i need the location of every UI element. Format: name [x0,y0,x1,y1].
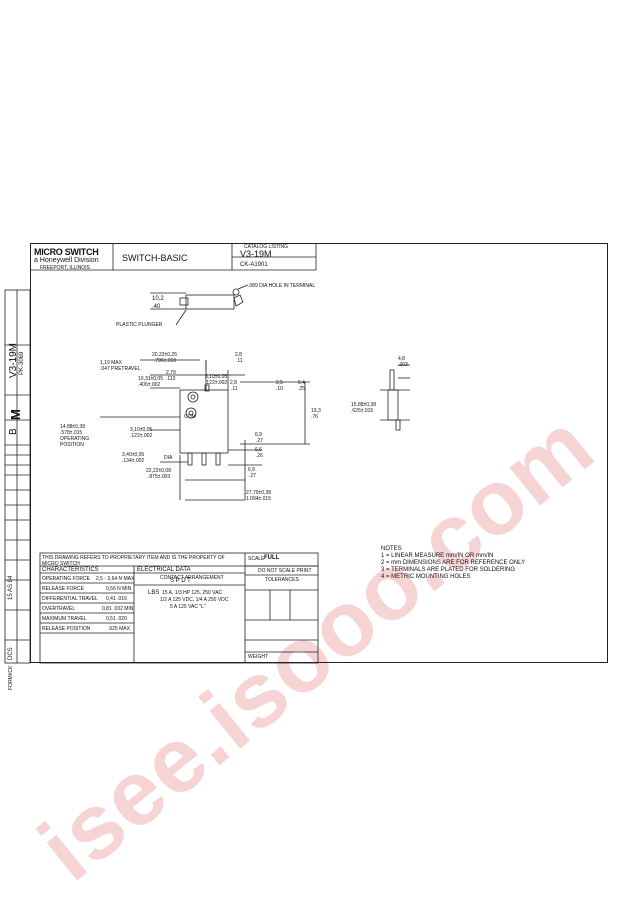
proprietary-note: THIS DRAWING REFERS TO PROPRIETARY ITEM … [42,555,225,567]
dim-d5: 10,31±0,05 [138,376,163,382]
dim-dia: DIA [164,455,173,461]
dim-op1: 14,88±0,38 [60,424,85,430]
dim-d17b: 1.094±.015 [246,496,271,502]
dim-d15: 22,22±0,08 [146,468,171,474]
dim-d1b: .40 [152,304,161,310]
note-3: 3 = TERMINALS ARE PLATED FOR SOLDERING [381,567,515,573]
dim-pretravel2: .047 PRETRAVEL [100,366,141,372]
dim-op3: OPERATING [60,436,90,442]
lbs-label: LBS [148,590,160,596]
strip-size: M [8,409,23,420]
char-row-3-value: 0,41 .016 [106,596,127,602]
dim-plunger: PLASTIC PLUNGER [116,322,163,328]
contact-label: CONTACT ARRANGEMENT [160,575,224,581]
dim-com: COM [184,414,196,420]
dim-d6b: .122±.002 [205,380,228,386]
dim-d3: 2,8 [235,352,242,358]
dim-d7: 2,8 [230,380,237,386]
company-location: FREEPORT, ILLINOIS [40,265,90,271]
note-4: 4 = METRIC MOUNTING HOLES [381,574,471,580]
rating-2: 1/2 A 125 VDC, 1/4 A 250 VDC [160,597,229,603]
char-row-6: RELEASE POSITION [42,626,91,632]
scale-value: FULL [264,555,280,561]
scale-label: SCALE [248,556,265,562]
dim-d16: 6,9 [248,467,255,473]
char-header: CHARACTERISTICS [42,567,99,573]
catalog-label: CATALOG LISTING [244,244,288,250]
strip-drawing-no: PK-3069 [19,351,25,375]
company-logo: MICRO SWITCH [34,247,99,257]
char-row-6-value: .625 MAX [108,626,130,632]
notes-heading: NOTES [381,546,402,552]
strip-rev: B [8,428,19,435]
dim-op4: POSITION [60,442,84,448]
dim-d5b: .406±.002 [138,382,161,388]
strip-form: FORM#CK [8,665,14,690]
dim-d3b: .11 [236,358,243,364]
dim-d7b: .11 [231,386,238,392]
char-row-2: RELEASE FORCE [42,586,84,592]
dim-d2: 20,22±0,25 [152,352,177,358]
rating-3: 5 A 125 VAC "L" [170,604,206,610]
drawing-sheet [30,243,608,663]
dim-d8: 2,5 [276,380,283,386]
dim-d11: 3,10±0,05 [130,427,153,433]
char-row-4-value: 0,81 .032 MIN [102,606,134,612]
dim-op2: .578±.015 [60,430,83,436]
dim-d12b: .27 [256,438,263,444]
char-row-5-value: 0,51 .020 [106,616,127,622]
dim-d10b: .76 [311,414,318,420]
dim-d8b: .10 [276,386,283,392]
dont-scale: DO NOT SCALE PRINT [258,568,312,574]
weight-label: WEIGHT [248,654,268,660]
dim-d10: 19,3 [311,408,321,414]
dim-d15b: .875±.003 [148,474,171,480]
note-1: 1 = LINEAR MEASURE mm/IN OR mm/IN [381,553,494,559]
dim-d9b: .25 [298,386,305,392]
dim-d6: 3,10±0,05 [205,374,228,380]
company-division: a Honeywell Division [34,257,99,264]
note-2: 2 = mm DIMENSIONS ARE FOR REFERENCE ONLY [381,560,526,566]
tolerances: TOLERANCES [265,577,299,583]
strip-release: 15 AS 84 [8,575,14,600]
drawing-lines [4,243,410,664]
catalog-number: V3-19M [240,249,272,259]
drawing-number: CK-A1901 [240,262,268,268]
char-row-4: OVERTRAVEL [42,606,76,612]
dim-d4: 2,79 [166,370,176,376]
strip-catalog: V3-19M [8,342,19,378]
dim-d12: 6,9 [255,432,262,438]
dim-side1: 4,8 [398,356,405,362]
rating-1: 15 A, 1/3 HP 125, 250 VAC [162,590,223,596]
elec-header: ELECTRICAL DATA [137,567,191,573]
dim-d14b: .26 [256,453,263,459]
dim-d11b: .122±.002 [130,433,153,439]
dim-d14: 6,6 [255,447,262,453]
dim-d17: 27,79±0,38 [246,490,271,496]
dim-d13: 3,40±0,05 [122,452,145,458]
dim-d13b: .134±.002 [122,458,145,464]
dim-d16b: .27 [249,473,256,479]
char-row-5: MAXIMUM TRAVEL [42,616,87,622]
dim-d1: 10,2 [152,296,164,302]
char-row-1-value: 2,5 - 3,64 N MAX [96,576,135,582]
dim-side1b: .203 [398,362,408,368]
char-row-2-value: 0,56 N MIN [106,586,132,592]
char-row-1: OPERATING FORCE [42,576,90,582]
dim-side2: 15,88±0,38 [351,402,376,408]
drawing-title: SWITCH-BASIC [122,253,188,263]
strip-dcs: DCS [8,647,14,660]
contact-value: S P D T [170,578,191,584]
char-row-3: DIFFERENTIAL TRAVEL [42,596,98,602]
dim-side2b: .625±.015 [351,408,374,414]
dim-pretravel1: 1,19 MAX [100,360,122,366]
dim-hole: .089 DIA HOLE IN TERMINAL [248,283,316,289]
dim-d4b: .110 [166,376,176,382]
dim-d2b: .796±.010 [154,358,177,364]
dim-d9: 6,4 [298,380,305,386]
